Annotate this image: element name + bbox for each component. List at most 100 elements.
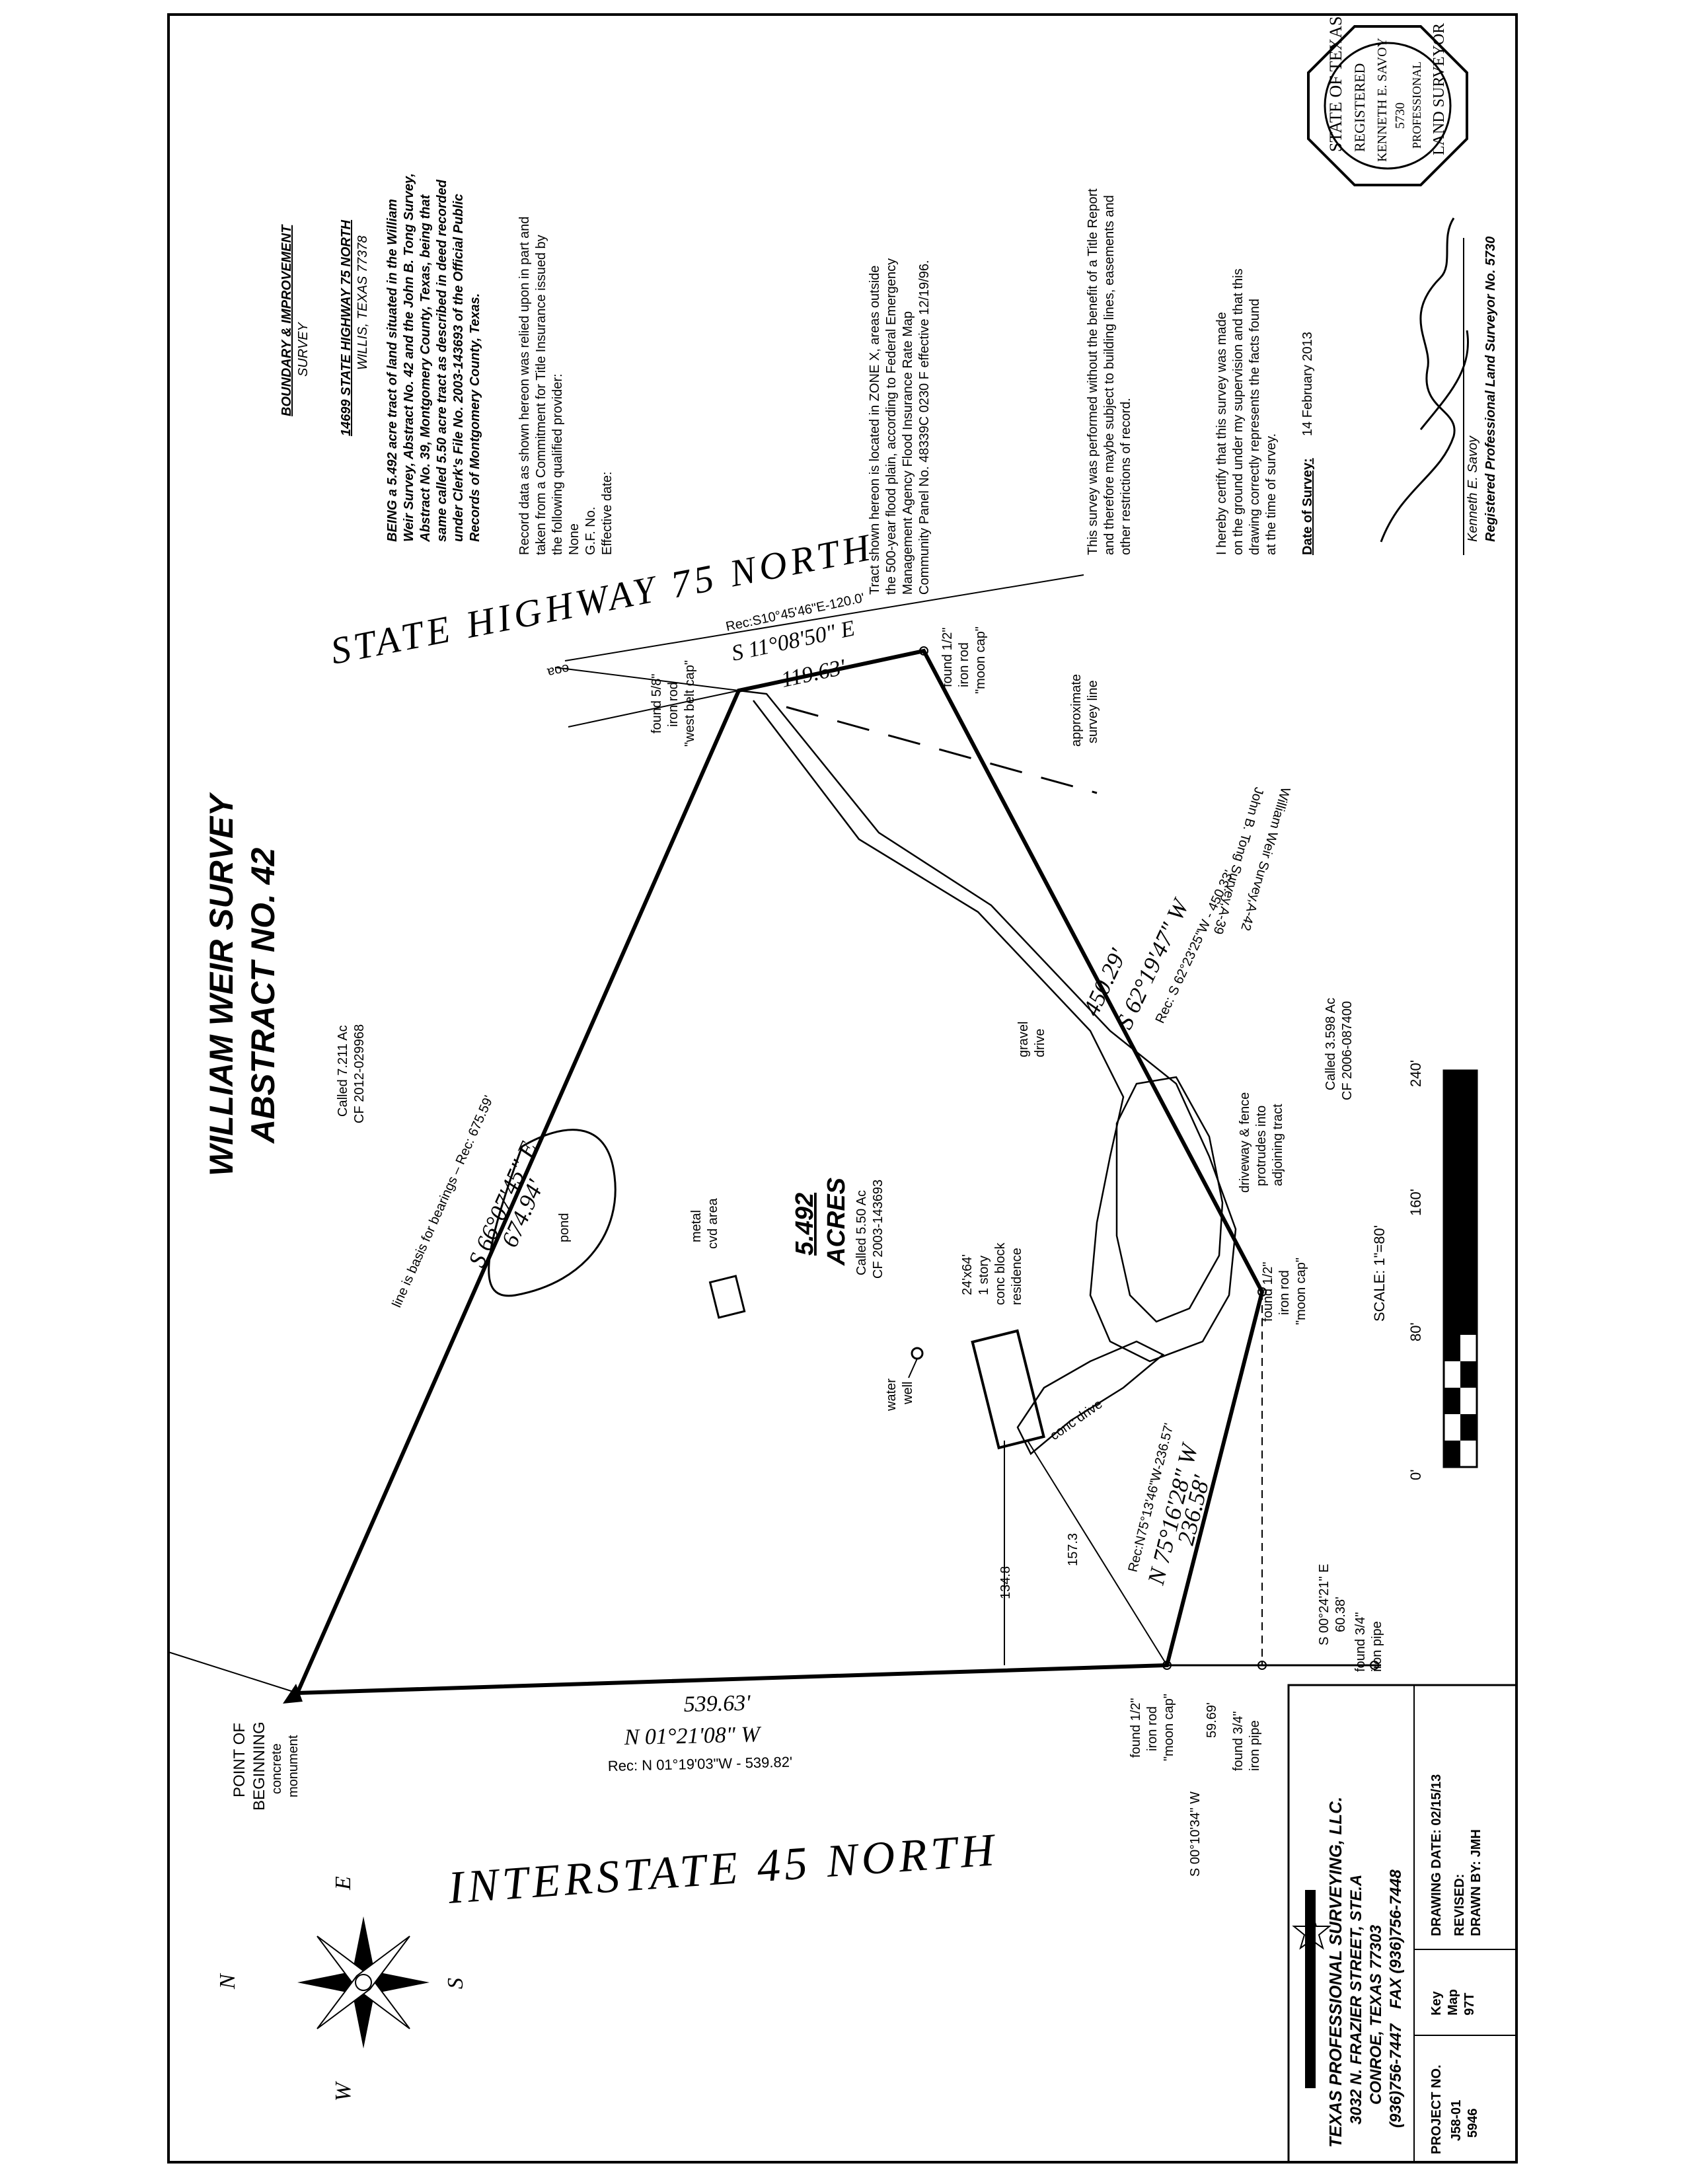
south-distance: 539.63': [683, 1691, 751, 1717]
approx-label-1: approximate: [1069, 674, 1084, 747]
company-name: TEXAS PROFESSIONAL SURVEYING, LLC.: [1326, 1797, 1345, 2148]
scale-segment-1: [1444, 1071, 1460, 1335]
survey-title-line2: ABSTRACT NO. 42: [244, 848, 281, 1145]
flood-line-2: the 500-year flood plain, according to F…: [884, 258, 899, 595]
compass-s: S: [443, 1978, 468, 1989]
found-58-label-2: iron rod: [666, 682, 681, 727]
project-no-2: 5946: [1466, 2109, 1480, 2138]
seal-registered: REGISTERED: [1351, 63, 1368, 152]
acres-unit: ACRES: [823, 1178, 850, 1266]
scale-segment-7: [1444, 1441, 1460, 1467]
conc-drive-label: conc drive: [1047, 1397, 1105, 1443]
scale-tick-80: 80': [1407, 1322, 1424, 1341]
driveway-label-3: adjoining tract: [1271, 1104, 1285, 1186]
description-line-2: Weir Survey, Abstract No. 42 and the Joh…: [402, 173, 416, 542]
gravel-label-2: drive: [1033, 1029, 1047, 1057]
notes-address1: 14699 STATE HIGHWAY 75 NORTH: [339, 219, 354, 436]
pob-label-3: concrete: [270, 1743, 284, 1794]
pob-label-1: POINT OF: [231, 1723, 248, 1797]
driveway-label-1: driveway & fence: [1238, 1092, 1252, 1193]
project-label: PROJECT NO.: [1429, 2064, 1444, 2154]
certify-line-1: I hereby certify that this survey was ma…: [1215, 312, 1229, 555]
found-pipe-2: [1370, 1661, 1379, 1670]
found-34b-label-1: found 3/4": [1353, 1612, 1368, 1672]
title-report-line-3: other restrictions of record.: [1119, 398, 1133, 555]
water-label-2: well: [901, 1382, 915, 1405]
record-data-line-2: taken from a Commitment for Title Insura…: [534, 235, 548, 555]
compass-e: E: [331, 1876, 356, 1891]
company-phone: (936)756-7447: [1387, 2023, 1405, 2128]
residence-label-1: 24'x64': [960, 1254, 975, 1295]
found-rod-ne: [919, 646, 928, 656]
key-map-value: 97T: [1462, 1993, 1477, 2015]
flood-line-3: Management Agency Flood Insurance Rate M…: [901, 311, 915, 595]
pond-outline: [488, 1129, 617, 1297]
survey-notes: BOUNDARY & IMPROVEMENT SURVEY 14699 STAT…: [280, 173, 1498, 595]
s0010-label-1: S 00°10'34" W: [1188, 1791, 1203, 1877]
highway-row-line: [564, 574, 1084, 661]
cf-550: CF 2003-143693: [871, 1180, 885, 1279]
seal-state: STATE OF TEXAS: [1326, 17, 1345, 152]
north-distance: 119.63': [779, 655, 848, 693]
water-well-leader: [908, 1358, 918, 1378]
pob-label-2: BEGINNING: [250, 1721, 268, 1811]
point-of-beginning-monument: [283, 1684, 303, 1704]
acres-value: 5.492: [791, 1193, 819, 1256]
gravel-drive: [738, 689, 1237, 1363]
eoa-line-lower: [568, 690, 739, 728]
description-line-5: under Clerk's File No. 2003-143693 of th…: [451, 194, 466, 542]
company-fax: FAX (936)756-7448: [1387, 1869, 1405, 2009]
south-record: Rec: N 01°19'03"W - 539.82': [608, 1754, 793, 1774]
called-550: Called 5.50 Ac: [854, 1190, 869, 1275]
s0010-label-2: 59.69': [1205, 1702, 1219, 1738]
found-12a-label-2: iron rod: [957, 642, 971, 687]
certify-line-3: drawing correctly represents the facts f…: [1248, 299, 1262, 555]
seal-land-surveyor: LAND SURVEYOR: [1431, 23, 1448, 155]
concrete-drive: [1016, 1340, 1165, 1455]
compass-w: W: [331, 2081, 356, 2101]
surveyor-signature: [1380, 217, 1469, 543]
residence-label-3: conc block: [993, 1242, 1008, 1305]
compass-n: N: [215, 1973, 240, 1990]
drawing-date: DRAWING DATE: 02/15/13: [1429, 1774, 1444, 1936]
record-data-line-1: Record data as shown hereon was relied u…: [517, 216, 532, 555]
metal-label-2: cvd area: [706, 1197, 720, 1249]
eoa-line: [554, 667, 739, 691]
key-map-label-2: Map: [1446, 1989, 1460, 2015]
drawn-by: DRAWN BY: JMH: [1469, 1829, 1483, 1936]
adjoining-line-west: [168, 1651, 298, 1694]
title-report-line-2: and therefore maybe subject to building …: [1102, 195, 1117, 555]
cf-7211: CF 2012-029968: [352, 1024, 367, 1123]
notes-address2: WILLIS, TEXAS 77378: [356, 236, 370, 370]
found-58-label-3: "west belt cap": [683, 660, 697, 747]
survey-title-line1: WILLIAM WEIR SURVEY: [203, 792, 240, 1176]
surveyor-seal: STATE OF TEXAS REGISTERED KENNETH E. SAV…: [1307, 17, 1468, 186]
tract-boundary: [294, 648, 1265, 1696]
boundary-calls: S 11°08'50" E 119.63' Rec:S10°45'46"E-12…: [389, 591, 1236, 1774]
residence-label-4: residence: [1010, 1248, 1024, 1305]
driveway-label-2: protrudes into: [1254, 1106, 1269, 1186]
cf-3598: CF 2006-087400: [1340, 1001, 1355, 1100]
water-well-symbol: [911, 1347, 924, 1360]
flood-line-4: Community Panel No. 48339C 0230 F effect…: [917, 260, 932, 595]
title-report-line-1: This survey was performed without the be…: [1086, 188, 1100, 555]
record-data-line-3: the following qualified provider:: [550, 373, 565, 555]
south-bearing: N 01°21'08" W: [623, 1722, 762, 1750]
scale-segment-6: [1460, 1414, 1477, 1441]
scale-tick-240: 240': [1407, 1060, 1424, 1087]
interstate-label: INTERSTATE 45 NORTH: [446, 1825, 1000, 1914]
description-line-6: Records of Montgomery County, Texas.: [468, 293, 482, 542]
date-of-survey-label: Date of Survey:: [1300, 458, 1315, 555]
scale-segment-4: [1460, 1361, 1477, 1388]
water-label-1: water: [884, 1378, 899, 1412]
found-12b-label-1: found 1/2": [1261, 1261, 1275, 1322]
scale-segment-5: [1444, 1388, 1460, 1414]
project-no-1: J58-01: [1449, 2100, 1464, 2141]
surveyor-title: Registered Professional Land Surveyor No…: [1483, 237, 1498, 542]
seal-professional: PROFESSIONAL: [1410, 61, 1423, 149]
surveyor-name: Kenneth E. Savoy: [1466, 435, 1480, 542]
compass-center: [355, 1974, 372, 1991]
approximate-survey-line: [786, 706, 1098, 794]
